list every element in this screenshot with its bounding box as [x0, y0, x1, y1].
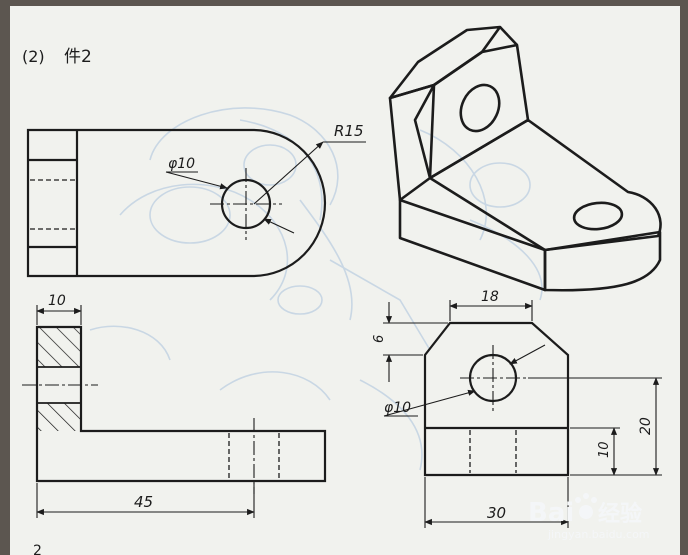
faint-background-sketch — [89, 107, 543, 471]
isometric-view — [388, 25, 662, 292]
radius-leader — [253, 141, 324, 205]
front-view-outline — [35, 325, 327, 483]
hole-diameter-leader — [165, 171, 228, 190]
iso-upright-hole — [459, 83, 501, 133]
top-view-hole-diameter-label: φ10 — [168, 156, 195, 172]
watermark-url: jingyan.baidu.com — [547, 528, 650, 541]
front-view-length-label: 45 — [134, 493, 153, 511]
side-view-hole-diameter-label: φ10 — [384, 400, 411, 416]
side-view-width-label: 30 — [487, 504, 506, 522]
front-view-dimensions — [36, 305, 255, 518]
problem-number: (2) — [22, 47, 45, 66]
side-view-outline — [423, 321, 570, 477]
side-view-top-width-label: 18 — [481, 289, 499, 305]
iso-base-end — [543, 230, 662, 292]
top-view-outline — [26, 128, 327, 278]
iso-base-hole — [572, 201, 624, 231]
side-view — [423, 321, 570, 477]
side-view-hole-height-label: 20 — [638, 417, 654, 435]
watermark-brand-cn: 经验 — [598, 501, 642, 527]
front-view-section-upper — [37, 327, 81, 367]
top-view — [26, 128, 327, 278]
iso-upright-edge — [499, 26, 518, 46]
part-label: 件2 — [64, 47, 92, 67]
iso-base-top-face — [428, 118, 662, 252]
side-view-base-height-label: 10 — [597, 441, 612, 458]
corner-page-number: 2 — [33, 543, 42, 555]
side-hole-diameter-leader — [383, 389, 476, 417]
front-view-section-lower — [37, 403, 81, 431]
hole-diameter-leader — [263, 218, 295, 234]
paper — [10, 6, 680, 555]
front-view — [22, 325, 327, 494]
baidu-watermark: Bai 经验 jingyan.baidu.com — [528, 493, 650, 541]
side-view-chamfer-label: 6 — [372, 335, 387, 343]
watermark-brand: Bai — [528, 498, 574, 528]
front-view-width-label: 10 — [48, 293, 66, 309]
top-view-dimensions — [165, 141, 366, 234]
paw-icon — [575, 493, 597, 519]
top-view-radius-label: R15 — [334, 122, 364, 140]
side-view-dimensions — [383, 300, 662, 528]
side-hole-diameter-leader — [509, 344, 546, 365]
